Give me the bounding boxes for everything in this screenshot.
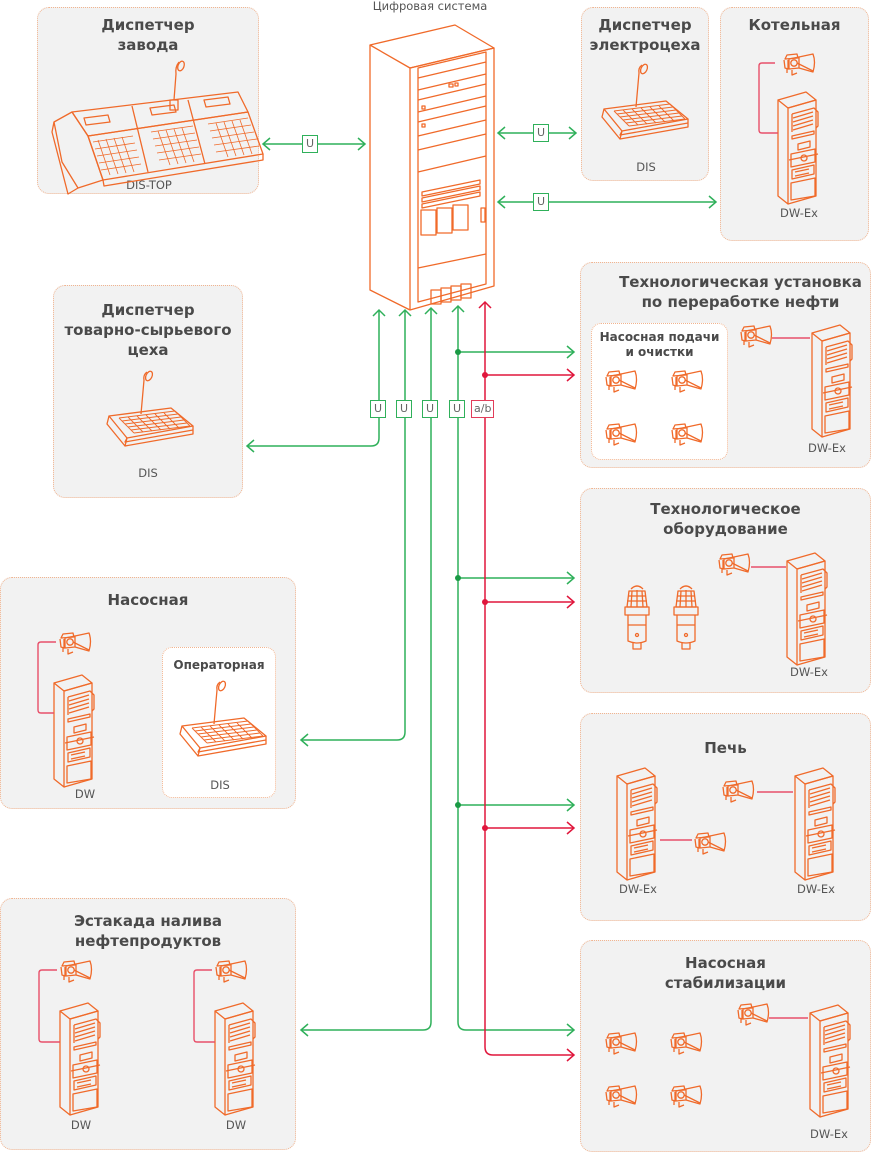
dw-ex-station-icon [777,91,819,205]
beacon-icon [673,585,699,650]
panel-title: Котельная [748,16,841,34]
dw-ex-station-icon [794,767,836,881]
beacon-icon [624,585,650,650]
system-label: Цифровая система [372,0,488,13]
u-link-tag: U [449,400,465,418]
horn-speaker-icon [60,960,93,983]
device-label: DW-Ex [619,882,657,896]
device-label: DW-Ex [808,441,846,455]
u-link-tag: U [302,135,318,153]
dw-station-icon [59,1002,101,1116]
horn-speaker-icon [605,370,638,393]
local-wiring [37,62,810,1043]
panel-tehnologicheskoe-oborudovanie: Технологическое оборудование DW-Ex [580,488,871,693]
inner-panel-operatornaya: Операторная DIS [162,647,276,798]
device-label: DIS [210,778,230,792]
u-junctions [455,349,461,808]
u-link-tag: U [396,400,412,418]
u-link-tag: U [533,193,549,211]
device-label: DIS [138,466,158,480]
panel-dispetcher-tovarno-syrevogo-ceha: Диспетчер товарно-сырьевого цеха DIS [53,285,243,498]
horn-speaker-icon [215,960,248,983]
panel-title: Эстакада налива нефтепродуктов [73,912,223,950]
horn-speaker-icon [694,832,727,855]
u-link-tag: U [422,400,438,418]
panel-title: Диспетчер завода [101,16,195,54]
horn-speaker-icon [670,1032,703,1055]
panel-title: Технологическая установка по переработке… [619,273,862,311]
panel-title: Диспетчер товарно-сырьевого цеха [64,301,232,359]
device-label: DW-Ex [780,206,818,220]
inner-panel-title: Насосная подачи и очистки [599,330,720,359]
dw-station-icon [53,674,95,788]
dw-ex-station-icon [616,767,658,881]
u-link-tag: U [370,400,386,418]
dw-ex-station-icon [809,1004,851,1118]
panel-dispetcher-elektroceha: Диспетчер электроцеха DIS [581,7,709,181]
u-link-tag: U [533,124,549,142]
dis-top-console-icon [51,59,264,195]
ab-links [478,300,576,1062]
horn-speaker-icon [671,423,704,446]
panel-pech: Печь DW-Ex DW-Ex [580,713,871,921]
device-label: DW [225,1118,247,1132]
horn-speaker-icon [783,53,816,76]
dw-ex-station-icon [811,324,853,438]
horn-speaker-icon [737,1003,770,1026]
digital-system-rack [369,24,495,311]
horn-speaker-icon [671,370,704,393]
dis-console-icon [106,369,194,447]
panel-dispetcher-zavoda: Диспетчер завода DIS-TOP [37,7,259,194]
horn-speaker-icon [718,553,751,576]
device-label: DIS [636,160,656,174]
panel-nasosnaya: Насосная Операторная DIS DW [0,577,296,809]
dw-station-icon [214,1002,256,1116]
horn-speaker-icon [722,780,755,803]
dis-console-icon [601,62,689,140]
horn-speaker-icon [605,423,638,446]
inner-panel-title: Операторная [173,658,265,672]
device-label: DIS-TOP [126,178,172,192]
horn-speaker-icon [740,325,773,348]
device-label: DW [70,1118,92,1132]
panel-title: Диспетчер электроцеха [589,16,701,54]
horn-speaker-icon [605,1032,638,1055]
device-label: DW-Ex [810,1127,848,1141]
panel-title: Печь [704,739,747,757]
panel-title: Насосная [107,591,189,609]
ab-junctions [482,372,488,831]
device-label: DW-Ex [790,665,828,679]
horn-speaker-icon [670,1085,703,1108]
ab-link-tag: a/b [471,400,495,418]
device-label: DW-Ex [797,882,835,896]
panel-title: Насосная стабилизации [664,954,787,992]
device-label: DW [74,787,96,801]
dw-ex-station-icon [786,552,828,666]
horn-speaker-icon [605,1085,638,1108]
u-links [245,126,718,1037]
dis-console-icon [179,679,267,757]
horn-speaker-icon [59,632,92,655]
panel-title: Технологическое оборудование [650,500,801,538]
